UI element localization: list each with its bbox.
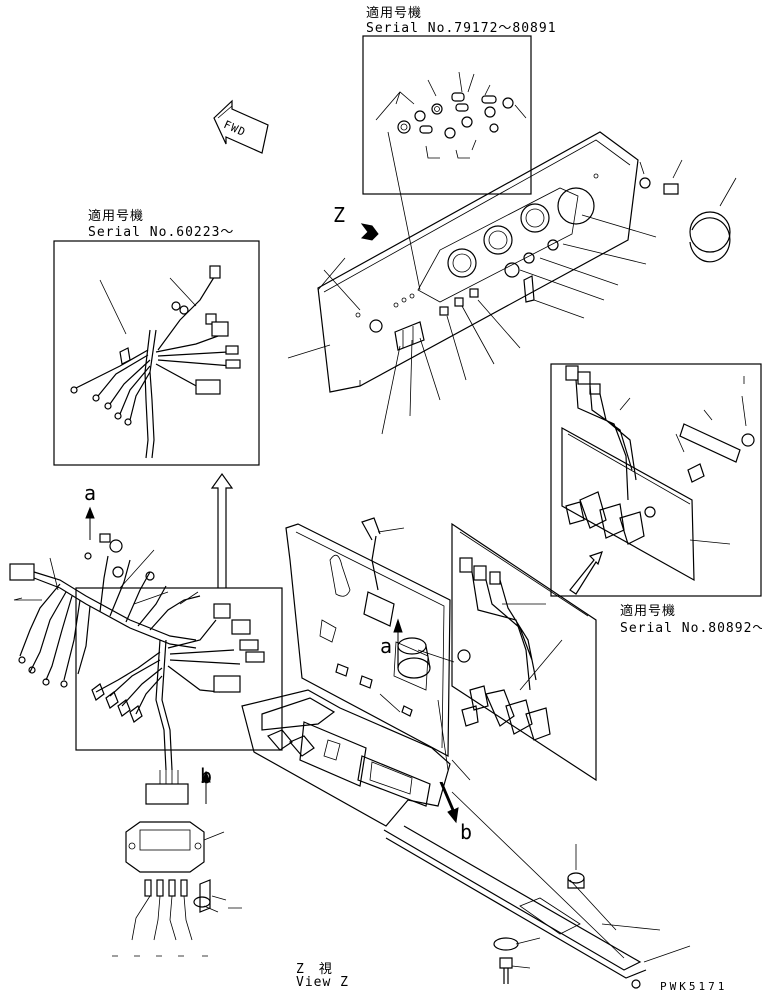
arrow-b-bottom-icon xyxy=(439,781,459,824)
view-caption-en: View Z xyxy=(296,975,349,990)
view-caption-jp: Z 視 xyxy=(296,962,333,977)
side-panel xyxy=(285,517,471,757)
left-inset-harness xyxy=(70,265,241,459)
callout-b-bottom: b xyxy=(460,820,473,844)
main-harness-box xyxy=(75,587,283,751)
leader-b-to-rail xyxy=(451,791,625,959)
view-marker-z: Z xyxy=(333,203,346,227)
mid-right-panel xyxy=(451,522,597,782)
inset-box-left xyxy=(53,240,260,466)
inset-box-top xyxy=(362,35,532,195)
arrow-b-left-icon xyxy=(201,770,211,804)
right-inset-parts xyxy=(561,365,755,582)
arrow-to-right-inset-icon xyxy=(569,551,603,595)
arrow-a-center-icon xyxy=(393,618,403,656)
serial-label-top: Serial No.79172～80891 xyxy=(366,21,557,36)
z-arrow-icon xyxy=(360,223,379,241)
serial-label-right: Serial No.80892～ xyxy=(620,621,762,636)
inset-box-right xyxy=(550,363,762,597)
drawing-code: PWK5171 xyxy=(660,980,728,993)
main-harness xyxy=(9,533,265,771)
applicable-label-left: 適用号機 xyxy=(88,209,145,224)
top-inset-parts xyxy=(375,71,527,159)
callout-b-left: b xyxy=(200,764,213,788)
applicable-label-right: 適用号機 xyxy=(620,604,677,619)
instrument-panel xyxy=(287,131,737,435)
callout-a-center: a xyxy=(380,634,393,658)
fwd-arrow-icon xyxy=(213,99,269,154)
lower-bracket xyxy=(241,689,691,989)
callout-a-left: a xyxy=(84,481,97,505)
arrow-a-left-icon xyxy=(85,506,95,540)
serial-label-left: Serial No.60223～ xyxy=(88,225,235,240)
arrow-to-left-inset-icon xyxy=(210,472,234,588)
applicable-label-top: 適用号機 xyxy=(366,6,423,21)
relay-block xyxy=(112,770,242,957)
